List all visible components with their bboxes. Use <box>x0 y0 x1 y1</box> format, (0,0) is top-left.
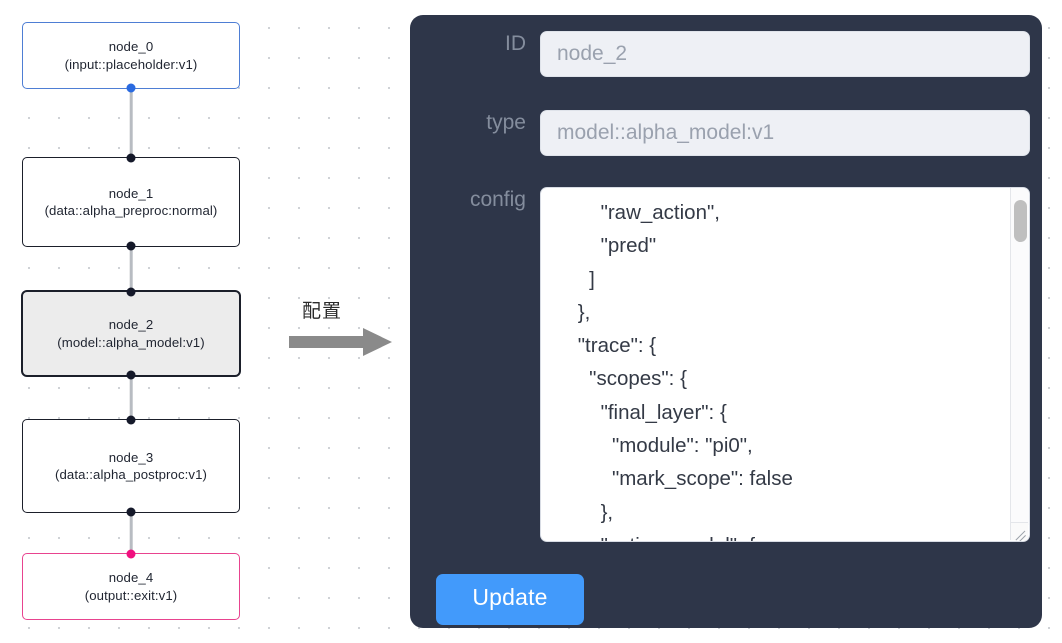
node-handle-source[interactable] <box>126 241 136 251</box>
graph-node-node_0[interactable]: node_0(input::placeholder:v1) <box>22 22 240 93</box>
id-field-label: ID <box>505 32 526 55</box>
node-handle-source[interactable] <box>126 507 136 517</box>
edge-node1-node2 <box>129 247 133 291</box>
config-scrollbar-track[interactable] <box>1010 188 1029 525</box>
resize-grip-icon[interactable] <box>1010 522 1028 541</box>
field-row-config: config "raw_action", "pred" ] }, "trace"… <box>422 187 1030 542</box>
config-field-label: config <box>469 188 526 211</box>
edge-node2-node3 <box>129 376 133 419</box>
edge-node0-node1 <box>129 89 133 157</box>
update-button[interactable]: Update <box>436 574 584 625</box>
id-input[interactable]: node_2 <box>540 31 1030 77</box>
node-config-panel: ID node_2 type model::alpha_model:v1 con… <box>410 15 1042 628</box>
field-row-type: type model::alpha_model:v1 <box>422 110 1030 156</box>
config-scrollbar-thumb[interactable] <box>1014 200 1027 242</box>
graph-node-node_2[interactable]: node_2(model::alpha_model:v1) <box>22 287 240 380</box>
node-label: node_2(model::alpha_model:v1) <box>57 317 205 350</box>
node-label: node_3(data::alpha_postproc:v1) <box>54 449 208 483</box>
graph-node-node_3[interactable]: node_3(data::alpha_postproc:v1) <box>22 415 240 517</box>
node-label: node_0(input::placeholder:v1) <box>64 39 198 72</box>
node-handle-source[interactable] <box>126 83 136 93</box>
type-field-label: type <box>486 111 526 134</box>
graph-node-node_1[interactable]: node_1(data::alpha_preproc:normal) <box>22 153 240 251</box>
field-row-id: ID node_2 <box>422 31 1030 77</box>
node-handle-target[interactable] <box>126 415 136 425</box>
graph-node-node_4[interactable]: node_4(output::exit:v1) <box>22 549 240 620</box>
node-handle-target[interactable] <box>126 287 136 297</box>
node-handle-target[interactable] <box>126 153 136 163</box>
type-input[interactable]: model::alpha_model:v1 <box>540 110 1030 156</box>
config-textarea[interactable]: "raw_action", "pred" ] }, "trace": { "sc… <box>577 201 793 541</box>
node-label: node_1(data::alpha_preproc:normal) <box>44 185 218 219</box>
config-textarea-wrapper: "raw_action", "pred" ] }, "trace": { "sc… <box>540 187 1030 542</box>
edge-node3-node4 <box>129 513 133 553</box>
transition-annotation: 配置 <box>289 296 399 358</box>
transition-label: 配置 <box>302 300 343 322</box>
node-handle-target[interactable] <box>126 549 136 559</box>
node-label: node_4(output::exit:v1) <box>84 570 178 603</box>
node-handle-source[interactable] <box>126 370 136 380</box>
right-arrow-icon <box>289 328 392 356</box>
